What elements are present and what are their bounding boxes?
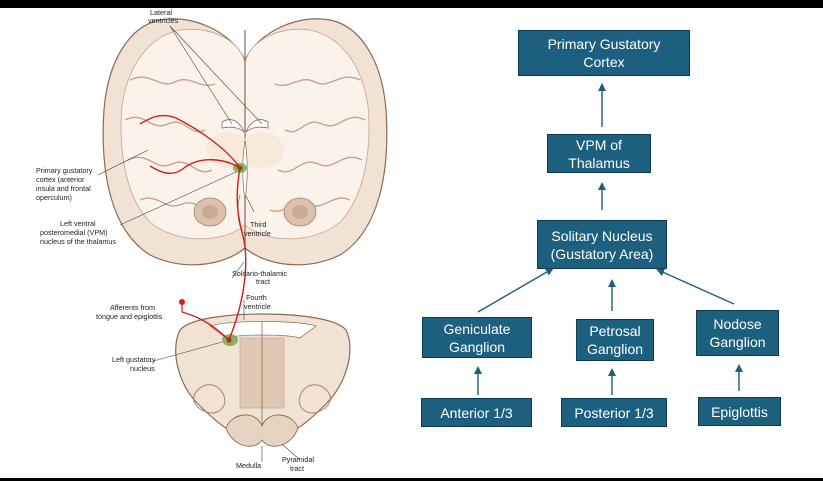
- label-lateral-ventricles-1: Lateral: [150, 8, 172, 17]
- label-gustatory-cortex-1: Primary gustatory: [36, 166, 93, 175]
- label-afferents-1: Afferents from: [110, 303, 155, 312]
- nodose-ganglion-box: Nodose Ganglion: [696, 310, 779, 356]
- vpm-thalamus-label: VPM of Thalamus: [568, 136, 630, 171]
- gustatory-pathway-illustration: Lateral ventricles Primary gustatory cor…: [36, 8, 388, 473]
- nodose-ganglion-label: Nodose Ganglion: [709, 316, 766, 350]
- posterior-third-label: Posterior 1/3: [574, 404, 654, 421]
- label-fourth-ventricle-2: ventricle: [244, 302, 271, 311]
- coronal-brain-section: [102, 18, 388, 266]
- label-vpm-1: Left ventral: [60, 219, 96, 228]
- illustration-labels: Lateral ventricles Primary gustatory cor…: [36, 8, 314, 473]
- petrosal-ganglion-label: Petrosal Ganglion: [586, 323, 644, 357]
- primary-gustatory-cortex-box: Primary Gustatory Cortex: [518, 30, 690, 76]
- anterior-third-box: Anterior 1/3: [421, 398, 532, 427]
- arrow-nodose-to-solitary: [656, 268, 735, 305]
- label-medulla: Medulla: [236, 461, 261, 470]
- label-gustatory-nucleus-1: Left gustatory: [112, 355, 156, 364]
- label-gustatory-nucleus-2: nucleus: [130, 364, 155, 373]
- label-third-ventricle-1: Third: [250, 220, 266, 229]
- petrosal-ganglion-box: Petrosal Ganglion: [576, 319, 654, 361]
- label-solitario-1: Solitario-thalamic: [232, 269, 288, 278]
- label-afferents-2: tongue and epiglottis: [96, 312, 163, 321]
- geniculate-ganglion-box: Geniculate Ganglion: [422, 317, 532, 358]
- label-pyramidal-1: Pyramidal: [282, 455, 314, 464]
- top-black-bar: [0, 0, 823, 8]
- medulla-section: [175, 313, 351, 447]
- leader-lines: [97, 25, 301, 462]
- label-vpm-3: nucleus of the thalamus: [40, 237, 116, 246]
- label-pyramidal-2: tract: [290, 464, 304, 473]
- label-gustatory-cortex-3: insula and frontal: [36, 184, 91, 193]
- anterior-third-label: Anterior 1/3: [440, 404, 513, 421]
- taste-pathway: [139, 114, 247, 341]
- epiglottis-label: Epiglottis: [711, 403, 768, 420]
- label-third-ventricle-2: ventricle: [244, 229, 271, 238]
- solitary-nucleus-box: Solitary Nucleus (Gustatory Area): [537, 220, 667, 269]
- bottom-black-bar: [0, 478, 823, 481]
- arrow-geniculate-to-solitary: [477, 267, 554, 313]
- primary-gustatory-cortex-label: Primary Gustatory Cortex: [547, 36, 661, 70]
- geniculate-ganglion-label: Geniculate Ganglion: [443, 320, 511, 355]
- label-vpm-2: posteromedial (VPM): [40, 228, 108, 237]
- posterior-third-box: Posterior 1/3: [561, 398, 667, 427]
- label-gustatory-cortex-2: cortex (anterior: [36, 175, 85, 184]
- epiglottis-box: Epiglottis: [698, 397, 781, 426]
- label-fourth-ventricle-1: Fourth: [246, 293, 267, 302]
- label-gustatory-cortex-4: operculum): [36, 193, 72, 202]
- solitary-nucleus-label: Solitary Nucleus (Gustatory Area): [550, 227, 654, 262]
- vpm-thalamus-box: VPM of Thalamus: [547, 134, 651, 173]
- label-solitario-2: tract: [256, 277, 270, 286]
- label-lateral-ventricles-2: ventricles: [148, 16, 179, 25]
